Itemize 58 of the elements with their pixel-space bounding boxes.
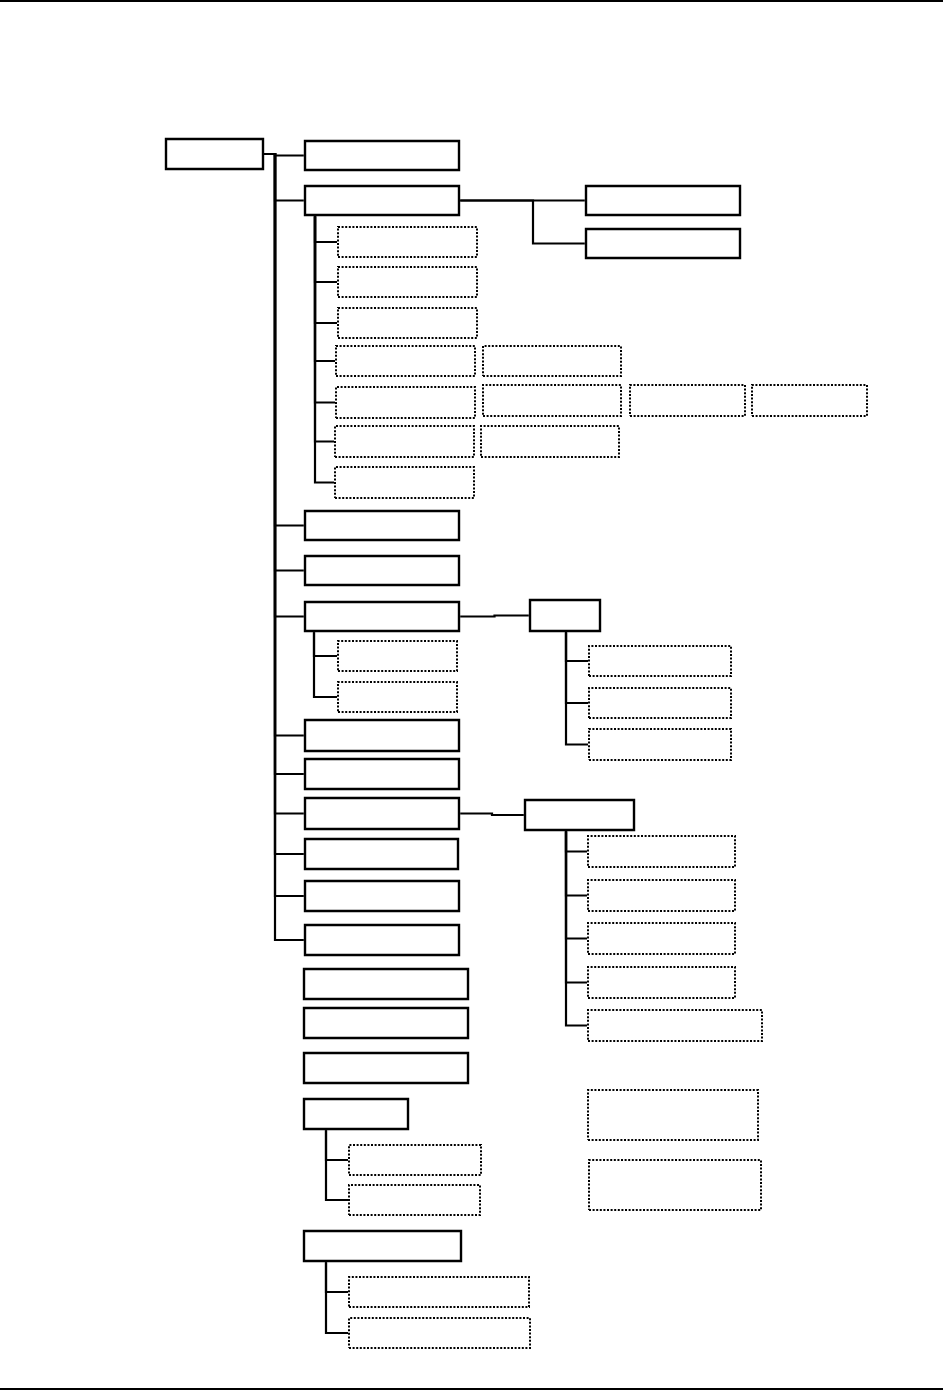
dotted-box <box>482 384 622 417</box>
dotted-box <box>587 922 736 955</box>
dotted-box <box>588 1159 762 1211</box>
connector-line <box>313 216 334 484</box>
box <box>302 1229 463 1263</box>
dotted-box <box>337 307 478 339</box>
box <box>302 1006 470 1040</box>
box <box>584 184 742 217</box>
box <box>523 798 636 832</box>
connector-line <box>460 614 529 618</box>
dotted-box <box>348 1184 481 1216</box>
dotted-box <box>337 266 478 298</box>
dotted-box <box>334 466 475 499</box>
box <box>302 1051 470 1085</box>
box <box>303 718 461 753</box>
dotted-box <box>587 879 736 912</box>
box <box>528 598 602 633</box>
dotted-box <box>348 1144 482 1176</box>
box <box>303 600 461 633</box>
box <box>303 509 461 542</box>
box <box>303 796 461 831</box>
connector-line <box>564 831 587 1027</box>
box <box>303 923 461 957</box>
box <box>303 139 461 172</box>
dotted-box <box>335 386 476 419</box>
connector-line <box>312 632 337 699</box>
box <box>303 757 461 791</box>
dotted-box <box>588 687 732 719</box>
box <box>303 554 461 587</box>
dotted-box <box>348 1276 530 1308</box>
dotted-box <box>480 425 620 458</box>
dotted-box <box>587 835 736 868</box>
dotted-box <box>337 681 458 713</box>
box <box>302 967 470 1001</box>
dotted-box <box>337 640 458 672</box>
box <box>303 879 461 913</box>
box <box>302 1097 410 1131</box>
dotted-box <box>482 345 622 377</box>
dotted-box <box>337 226 478 258</box>
dotted-box <box>335 345 476 377</box>
dotted-box <box>334 425 475 458</box>
connector-line <box>324 1130 348 1202</box>
dotted-box <box>588 728 732 761</box>
dotted-box <box>587 1089 759 1141</box>
dotted-box <box>587 966 736 999</box>
box <box>303 837 460 871</box>
box <box>164 137 265 171</box>
connector-line <box>324 1262 348 1335</box>
box <box>584 227 742 260</box>
dotted-box <box>629 384 746 417</box>
dotted-box <box>587 1009 763 1042</box>
connector-line <box>564 632 588 746</box>
box <box>303 184 461 217</box>
dotted-box <box>588 645 732 677</box>
dotted-box <box>751 384 868 417</box>
connector-line <box>460 812 524 817</box>
dotted-box <box>348 1317 531 1349</box>
connector-line <box>460 199 585 245</box>
